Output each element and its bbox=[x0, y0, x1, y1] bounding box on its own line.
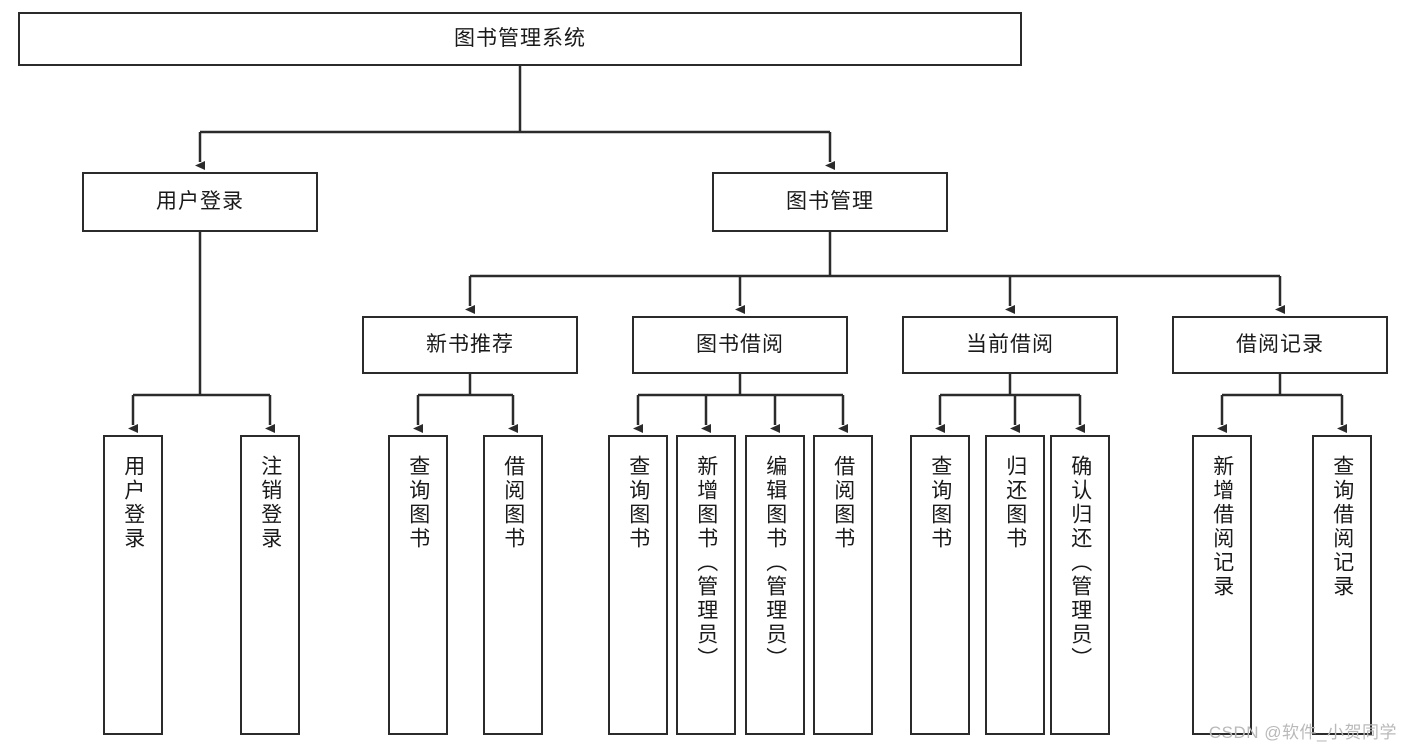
node-label: 图书管理系统 bbox=[454, 27, 586, 51]
node-label: 图书借阅 bbox=[696, 333, 784, 357]
node-nb-query: 查询图书 bbox=[388, 435, 448, 735]
node-label: 当前借阅 bbox=[966, 333, 1054, 357]
node-label: 借阅图书 bbox=[831, 455, 855, 551]
node-newbook: 新书推荐 bbox=[362, 316, 578, 374]
node-label: 注销登录 bbox=[258, 455, 282, 551]
node-rec-add: 新增借阅记录 bbox=[1192, 435, 1252, 735]
node-label: 新增借阅记录 bbox=[1210, 455, 1234, 599]
node-cur-query: 查询图书 bbox=[910, 435, 970, 735]
node-label: 查询图书 bbox=[928, 455, 952, 551]
node-bw-borrow: 借阅图书 bbox=[813, 435, 873, 735]
node-cur-confirm: 确认归还（管理员） bbox=[1050, 435, 1110, 735]
node-label: 查询图书 bbox=[626, 455, 650, 551]
node-records: 借阅记录 bbox=[1172, 316, 1388, 374]
node-label: 借阅图书 bbox=[501, 455, 525, 551]
node-label: 借阅记录 bbox=[1236, 333, 1324, 357]
node-label: 用户登录 bbox=[121, 455, 145, 551]
node-nb-borrow: 借阅图书 bbox=[483, 435, 543, 735]
node-login-out: 注销登录 bbox=[240, 435, 300, 735]
node-bookmgmt: 图书管理 bbox=[712, 172, 948, 232]
node-label: 归还图书 bbox=[1003, 455, 1027, 551]
node-label: 确认归还（管理员） bbox=[1068, 455, 1092, 671]
node-bw-edit: 编辑图书（管理员） bbox=[745, 435, 805, 735]
node-label: 新增图书（管理员） bbox=[694, 455, 718, 671]
node-current: 当前借阅 bbox=[902, 316, 1118, 374]
node-root: 图书管理系统 bbox=[18, 12, 1022, 66]
node-rec-query: 查询借阅记录 bbox=[1312, 435, 1372, 735]
node-bw-query: 查询图书 bbox=[608, 435, 668, 735]
node-bw-add: 新增图书（管理员） bbox=[676, 435, 736, 735]
node-borrow: 图书借阅 bbox=[632, 316, 848, 374]
node-label: 用户登录 bbox=[156, 190, 244, 214]
node-label: 查询借阅记录 bbox=[1330, 455, 1354, 599]
node-login: 用户登录 bbox=[82, 172, 318, 232]
node-label: 新书推荐 bbox=[426, 333, 514, 357]
node-label: 编辑图书（管理员） bbox=[763, 455, 787, 671]
node-login-in: 用户登录 bbox=[103, 435, 163, 735]
node-label: 图书管理 bbox=[786, 190, 874, 214]
node-label: 查询图书 bbox=[406, 455, 430, 551]
node-cur-return: 归还图书 bbox=[985, 435, 1045, 735]
